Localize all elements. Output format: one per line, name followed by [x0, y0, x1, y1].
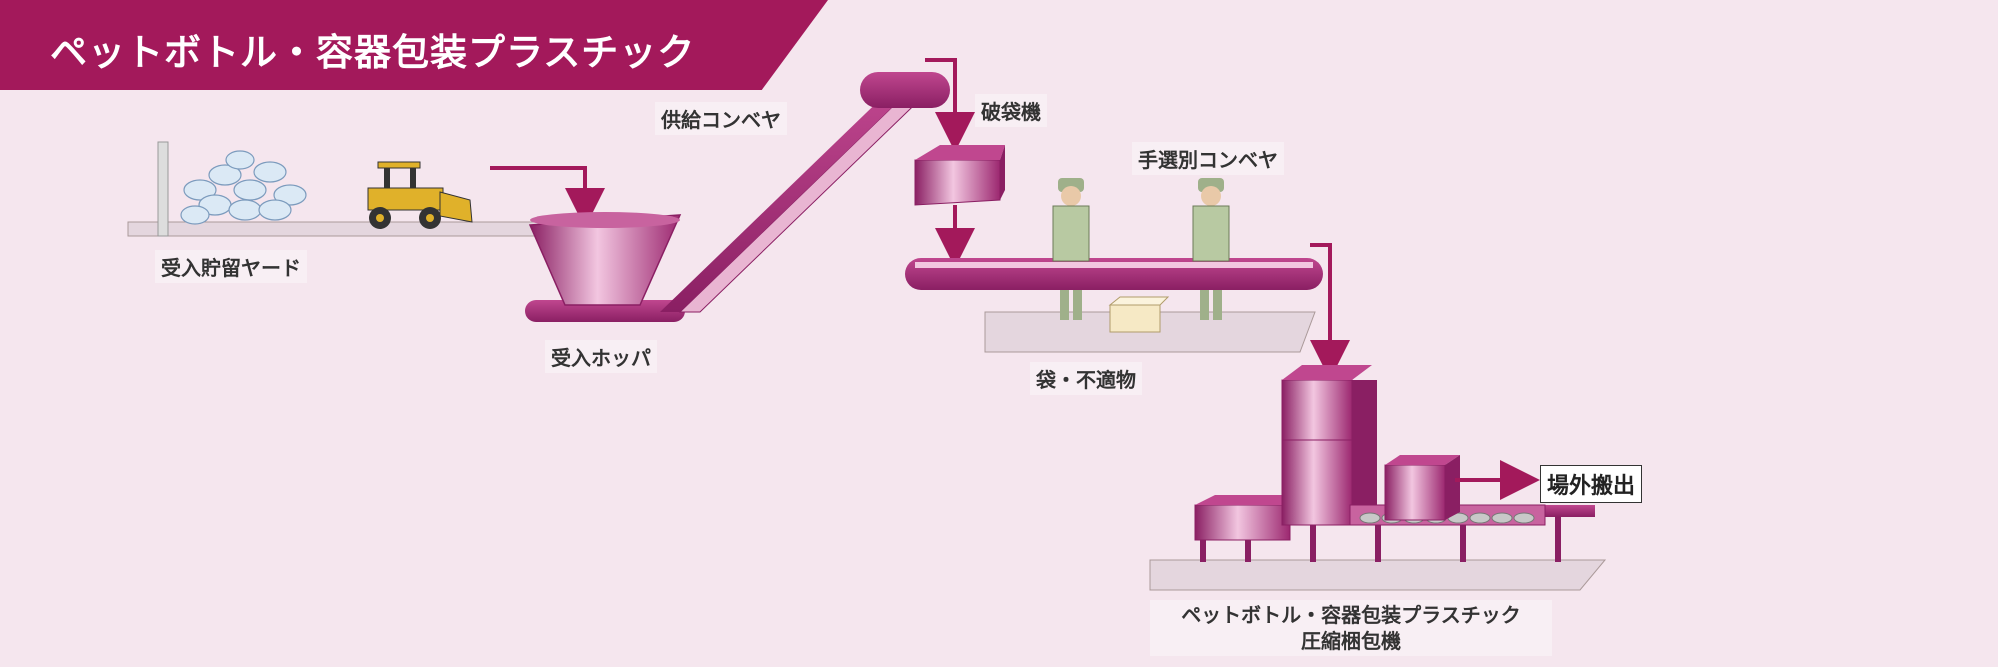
label-receiving-hopper: 受入ホッパ: [545, 340, 657, 373]
label-feed-conveyor: 供給コンベヤ: [655, 102, 787, 135]
receiving-yard: [127, 141, 601, 237]
label-baler-line2: 圧縮梱包機: [1301, 629, 1401, 653]
label-bag-breaker: 破袋機: [975, 94, 1047, 127]
bag-breaker: [914, 145, 1005, 206]
label-rejects: 袋・不適物: [1030, 362, 1142, 395]
title-banner: ペットボトル・容器包装プラスチック: [0, 0, 828, 90]
page-title: ペットボトル・容器包装プラスチック: [50, 31, 696, 74]
label-baler: ペットボトル・容器包装プラスチック 圧縮梱包機: [1150, 600, 1552, 656]
label-shipping: 場外搬出: [1540, 465, 1643, 503]
flow-arrow: [925, 58, 975, 152]
worker-icon: [1052, 178, 1090, 320]
receiving-hopper: [525, 212, 685, 322]
baler-floor: [1149, 559, 1607, 591]
feed-conveyor: [660, 72, 950, 313]
bottle-pile-icon: [180, 150, 307, 225]
label-receiving-yard: 受入貯留ヤード: [155, 250, 307, 283]
flow-arrow: [1310, 243, 1350, 380]
label-baler-line1: ペットボトル・容器包装プラスチック: [1181, 603, 1521, 627]
label-sorting-conveyor: 手選別コンベヤ: [1132, 142, 1284, 175]
worker-icon: [1192, 178, 1230, 320]
sorting-conveyor: [905, 258, 1323, 290]
flow-arrow: [490, 166, 605, 228]
baler-machine: [1194, 365, 1595, 562]
reject-box-icon: [1108, 296, 1170, 333]
wheel-loader-icon: [367, 161, 473, 229]
